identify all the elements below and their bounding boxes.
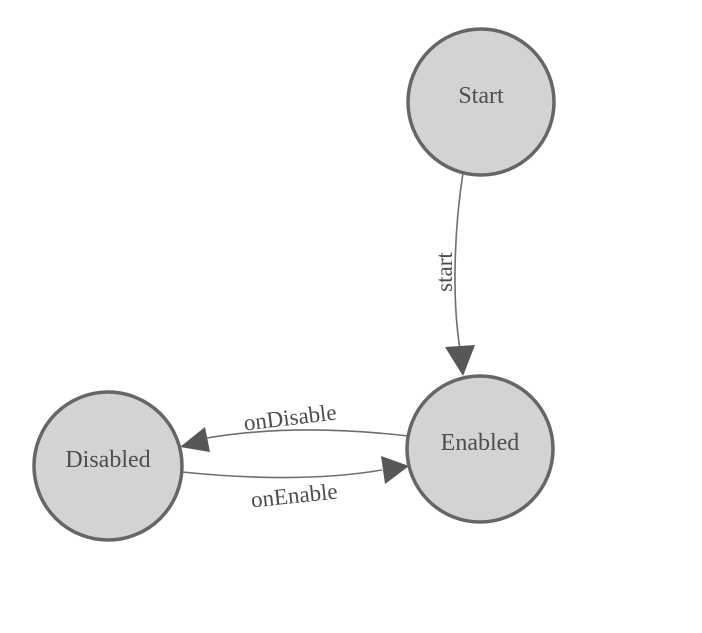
edge-line-onenable[interactable] — [181, 469, 383, 479]
state-circle-start[interactable] — [406, 27, 556, 177]
state-circle-disabled[interactable] — [32, 390, 184, 542]
state-node-disabled[interactable]: Disabled — [32, 390, 184, 542]
edge-start-to-enabled[interactable]: start — [432, 172, 475, 376]
state-label-start: Start — [458, 83, 504, 109]
state-label-disabled: Disabled — [65, 447, 150, 473]
edge-disabled-to-enabled[interactable]: onEnable — [181, 456, 409, 513]
edge-label-onenable: onEnable — [250, 479, 339, 513]
state-node-enabled[interactable]: Enabled — [405, 374, 555, 524]
edge-line-ondisable[interactable] — [206, 429, 409, 439]
state-node-start[interactable]: Start — [406, 27, 556, 177]
state-label-enabled: Enabled — [441, 430, 520, 456]
arrowhead-icon[interactable] — [445, 345, 475, 376]
edge-label-start: start — [432, 252, 457, 292]
arrowhead-icon[interactable] — [180, 427, 210, 452]
edge-enabled-to-disabled[interactable]: onDisable — [180, 399, 409, 452]
arrowhead-icon[interactable] — [381, 456, 409, 484]
edge-line-start[interactable] — [454, 172, 464, 350]
state-circle-enabled[interactable] — [405, 374, 555, 524]
